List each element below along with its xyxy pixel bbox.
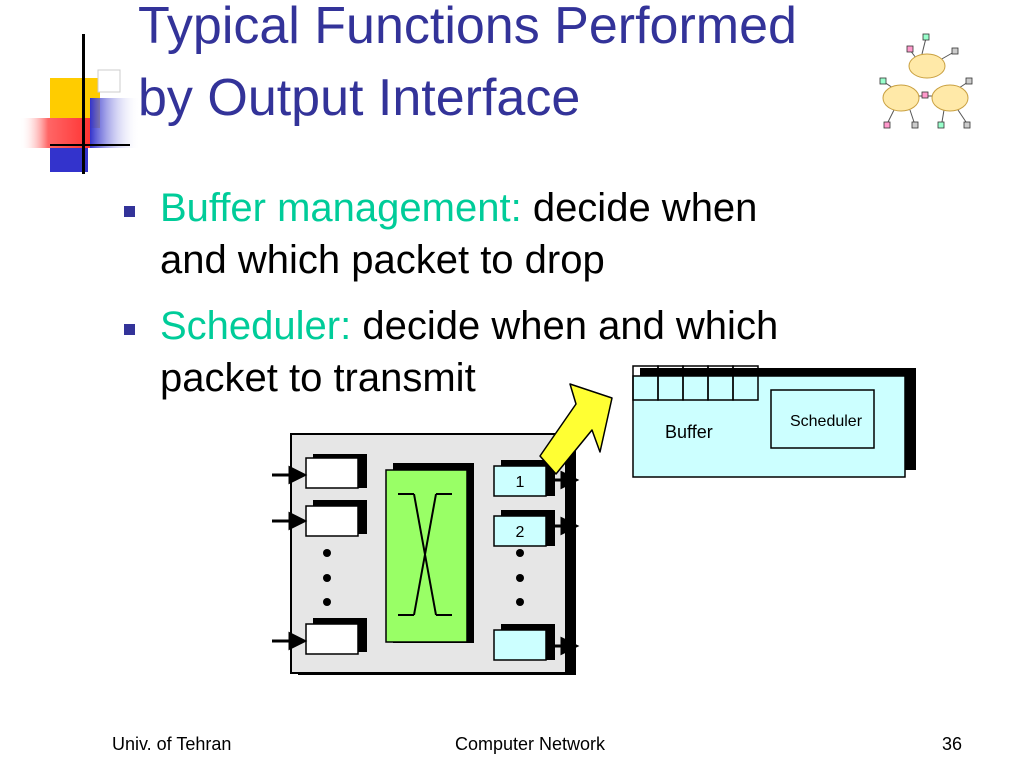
scheduler-label: Scheduler <box>790 413 863 430</box>
slide-title-line-2: by Output Interface <box>138 69 581 127</box>
bullet-text-line2: packet to transmit <box>160 356 476 400</box>
output-port-2: 2 <box>493 510 555 547</box>
bullet-marker <box>124 206 135 217</box>
bullet-scheduler: Scheduler: decide when and which packet … <box>160 300 880 404</box>
bullet-buffer-management: Buffer management: decide when and which… <box>160 182 880 286</box>
slide-title-line-1: Typical Functions Performed <box>138 0 797 55</box>
output-port <box>493 624 555 661</box>
scheduler-box <box>770 389 875 449</box>
buffer-label: Buffer <box>665 422 713 442</box>
input-port <box>305 454 367 489</box>
output-interface-detail: Buffer Scheduler <box>632 365 916 478</box>
footer-center: Computer Network <box>455 734 606 754</box>
network-clouds-icon <box>879 33 973 129</box>
input-port <box>305 500 367 537</box>
bullet-text: decide when <box>521 186 758 230</box>
page-number: 36 <box>942 734 963 754</box>
input-ellipsis-icon <box>323 549 331 606</box>
corner-decoration-icon <box>20 34 140 174</box>
bullet-marker <box>124 324 135 335</box>
bullet-text: decide when and which <box>351 304 779 348</box>
bullet-text-line2: and which packet to drop <box>160 238 605 282</box>
input-arrow-icon <box>272 465 308 651</box>
bullet-highlight: Buffer management: <box>160 186 522 230</box>
crossbar-switch-icon <box>385 463 474 643</box>
output-port-label: 2 <box>516 524 525 541</box>
footer-left: Univ. of Tehran <box>112 734 232 754</box>
input-port <box>305 618 367 655</box>
bullet-highlight: Scheduler: <box>160 304 352 348</box>
callout-arrow-icon <box>539 383 613 475</box>
buffer-queue <box>632 365 759 401</box>
output-port-label: 1 <box>516 474 525 491</box>
output-port-1: 1 <box>493 460 555 497</box>
output-ellipsis-icon <box>516 549 524 606</box>
output-arrow-icon <box>548 470 580 656</box>
